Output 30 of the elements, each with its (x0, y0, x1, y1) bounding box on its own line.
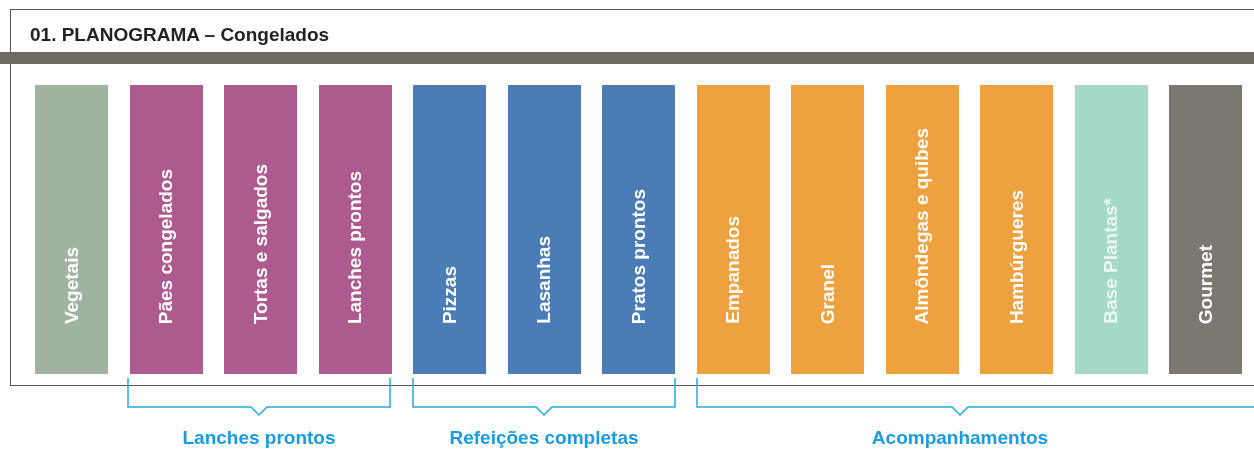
group-label: Lanches prontos (182, 427, 336, 449)
column-label: Pães congelados (155, 168, 177, 324)
title: 01. PLANOGRAMA – Congelados (30, 24, 330, 46)
shelf-column (980, 85, 1053, 374)
column-label: Granel (816, 263, 839, 324)
shelf-column (791, 85, 864, 374)
shelf-column (696, 85, 770, 374)
shelf-column (318, 85, 392, 374)
column-label: Base Plantas* (1100, 198, 1122, 324)
shelf-column (507, 85, 581, 374)
column-label: Lasanhas (533, 236, 555, 324)
group-label: Acompanhamentos (871, 427, 1049, 449)
column-label: Empanados (722, 216, 744, 324)
column-label: Pratos prontos (627, 188, 650, 324)
column-label: Almôndegas e quibes (911, 127, 933, 324)
shelf-column (224, 85, 297, 374)
shelf-column (1169, 85, 1242, 374)
column-label: Gourmet (1194, 244, 1217, 324)
shelf-column (413, 85, 486, 374)
column-label: Hambúrgueres (1005, 189, 1028, 324)
column-label: Vegetais (60, 246, 83, 324)
shelf-column (1074, 85, 1148, 374)
shelf-column (602, 85, 675, 374)
shelf-column (129, 85, 203, 374)
shelf-column (885, 85, 959, 374)
group-label: Refeições completas (449, 427, 639, 449)
column-label: Tortas e salgados (249, 163, 272, 324)
shelf-column (35, 85, 108, 374)
column-label: Pizzas (438, 265, 461, 324)
column-label: Lanches prontos (344, 170, 366, 324)
